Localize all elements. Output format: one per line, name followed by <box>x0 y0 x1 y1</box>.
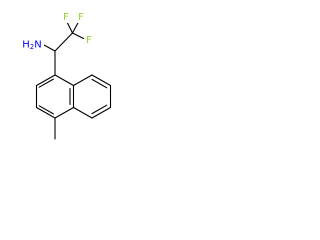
chemical-structure: F F F H2N <box>20 12 112 140</box>
bond-chiral-amine <box>43 44 56 52</box>
bond-ring-a-1-inner <box>38 78 54 88</box>
atom-labels: F F F H2N <box>20 12 94 51</box>
fluorine-label-right: F <box>86 35 92 46</box>
bond-ring-a-3 <box>35 106 56 119</box>
bond-ring-a-1 <box>35 74 56 87</box>
bond-cf3-f-right <box>71 32 85 40</box>
bond-cf3-chiral <box>54 32 74 52</box>
bond-ring-a-6 <box>54 74 75 87</box>
fluorine-label-top-right: F <box>78 12 84 23</box>
bond-ring-b-4 <box>91 106 112 119</box>
bond-ring-a-3-inner <box>38 105 54 115</box>
bond-ring-b-5 <box>72 106 93 119</box>
bond-ring-b-4-inner <box>91 104 108 115</box>
fluorine-label-top-left: F <box>63 12 69 23</box>
amine-label: H2N <box>22 39 41 51</box>
bond-ring-b-2 <box>91 74 112 87</box>
bond-set <box>35 20 112 140</box>
bond-ring-b-2-inner <box>91 78 108 89</box>
bond-ring-a-4 <box>54 106 75 119</box>
bond-ring-b-1 <box>72 74 93 87</box>
